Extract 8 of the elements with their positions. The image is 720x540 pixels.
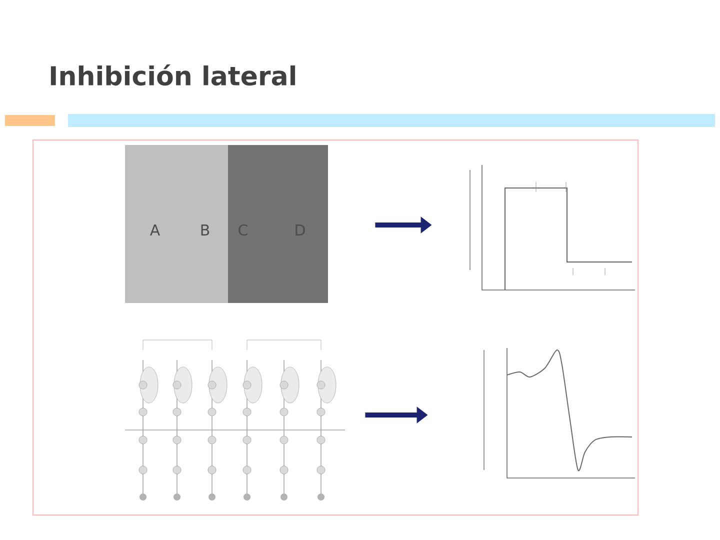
neuron-drawing — [124, 340, 346, 500]
shaded-region — [228, 145, 328, 303]
region-letter: B — [201, 224, 210, 236]
graph-drawing — [484, 348, 636, 478]
title: Inhibición lateral — [50, 64, 296, 86]
shaded-region — [125, 145, 228, 303]
graph-drawing — [470, 164, 636, 290]
region-letter: A — [150, 224, 160, 236]
